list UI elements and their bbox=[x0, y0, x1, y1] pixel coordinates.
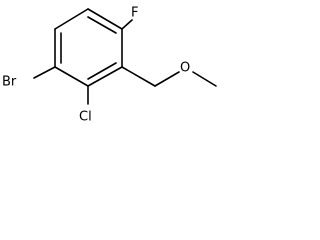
ring-double-bond-bottom bbox=[87, 62, 117, 80]
ring-double-bond-top bbox=[87, 16, 117, 34]
benzene-ring bbox=[54, 8, 123, 87]
ring-bond-c6-c1 bbox=[54, 8, 89, 30]
bond-c-ch2 bbox=[121, 66, 156, 87]
ring-bond-c1-c2 bbox=[87, 8, 123, 30]
bond-o-ch3 bbox=[192, 71, 217, 87]
ring-bond-c4-c5 bbox=[54, 66, 89, 87]
ring-bond-c3-c4 bbox=[87, 66, 123, 87]
oxygen-label: O bbox=[180, 61, 190, 76]
chlorine-label: Cl bbox=[79, 110, 92, 125]
bond-c-br bbox=[33, 66, 56, 79]
bromine-label: Br bbox=[2, 75, 17, 90]
bond-ch2-o bbox=[154, 71, 180, 87]
fluorine-label: F bbox=[131, 6, 138, 21]
bond-c-f bbox=[121, 19, 133, 30]
structure-diagram: F Br Cl O bbox=[2, 6, 217, 125]
